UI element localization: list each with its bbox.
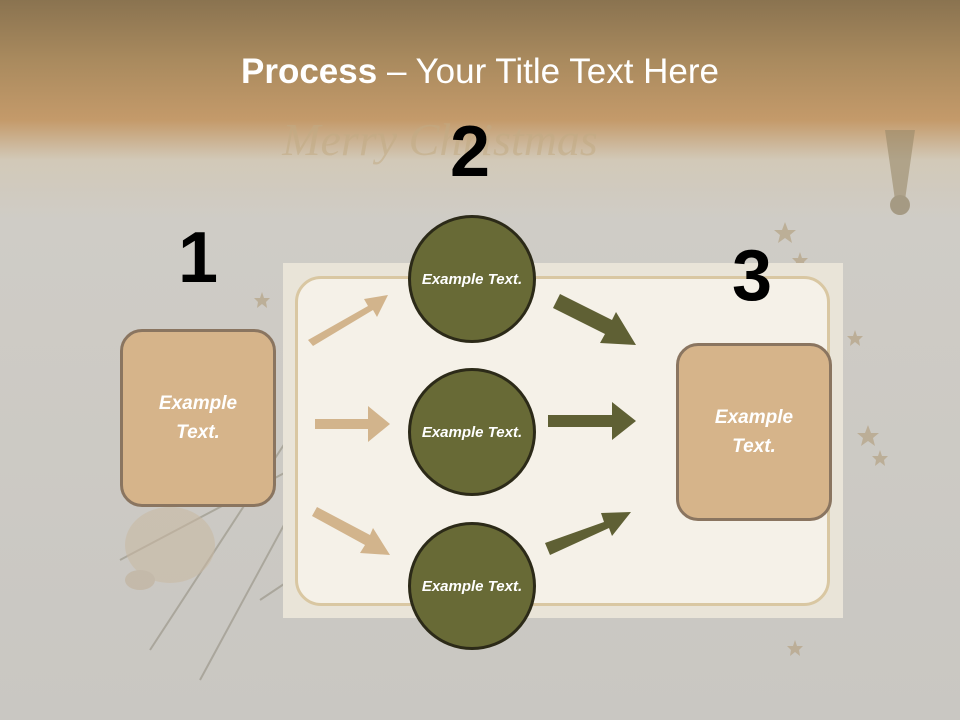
step-number-3: 3: [732, 236, 773, 316]
slide-title: Process – Your Title Text Here: [241, 52, 719, 91]
arrow-left-to-circle-2: [315, 406, 390, 442]
ornament-decoration: [885, 130, 915, 215]
process-circle-1: Example Text.: [408, 215, 536, 343]
step-number-1: 1: [178, 218, 219, 298]
process-circle-3: Example Text.: [408, 522, 536, 650]
arrow-circle-1-to-right: [553, 294, 636, 345]
star-decorations: [254, 222, 888, 656]
step-number-2: 2: [450, 112, 491, 192]
figurine-decoration: [125, 507, 215, 590]
arrow-left-to-circle-1: [308, 295, 388, 346]
process-circle-2: Example Text.: [408, 368, 536, 496]
arrow-left-to-circle-3: [312, 507, 390, 555]
right-box: Example Text.: [676, 343, 832, 521]
arrow-circle-3-to-right: [545, 512, 631, 555]
left-box: Example Text.: [120, 329, 276, 507]
arrow-circle-2-to-right: [548, 402, 636, 440]
merry-christmas-watermark: Merry Christmas: [281, 114, 598, 165]
